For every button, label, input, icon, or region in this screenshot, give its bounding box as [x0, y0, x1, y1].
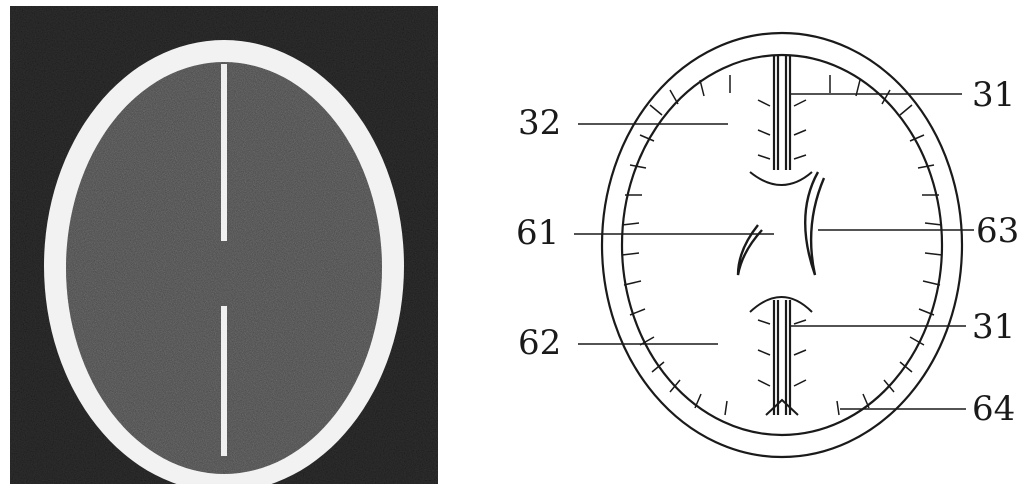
fissure-anterior	[774, 56, 790, 170]
skull-outer-outline	[602, 33, 962, 457]
label-64: 64	[972, 389, 1015, 429]
brain-outline	[622, 55, 942, 435]
fissure-posterior	[774, 300, 790, 415]
label-63: 63	[976, 211, 1019, 251]
label-32: 32	[518, 103, 561, 143]
label-61: 61	[516, 213, 559, 253]
label-31-lower: 31	[972, 307, 1015, 347]
brain-diagram: 31 32 61 63 62 31 64	[500, 20, 1026, 489]
ventricle-left	[738, 225, 762, 275]
ventricle-right	[805, 172, 824, 275]
label-62: 62	[518, 323, 561, 363]
label-31-upper: 31	[972, 75, 1015, 115]
corpus-outline	[750, 172, 812, 312]
posterior-notch	[766, 400, 798, 415]
ct-scan-image	[10, 6, 438, 484]
sulci-lines	[622, 75, 942, 415]
